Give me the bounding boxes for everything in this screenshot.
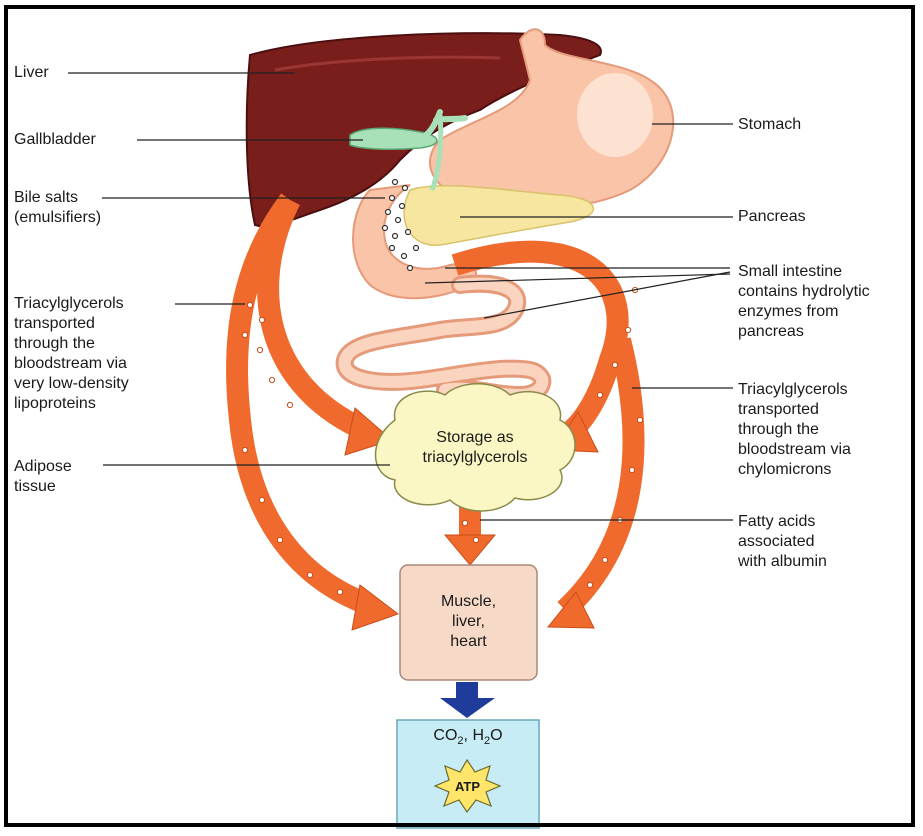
label-atp: ATP (440, 777, 495, 797)
label-products: CO2, H2O (397, 726, 539, 751)
label-storage: Storage as triacylglycerols (390, 428, 560, 468)
label-fatty-acids: Fatty acids associated with albumin (738, 512, 827, 572)
blue-arrow (440, 682, 495, 718)
label-stomach: Stomach (738, 115, 801, 135)
label-tag-chylomicrons: Triacylglycerols transported through the… (738, 380, 851, 480)
label-adipose-tissue: Adipose tissue (14, 457, 72, 497)
label-bile-salts: Bile salts (emulsifiers) (14, 188, 101, 228)
label-gallbladder: Gallbladder (14, 130, 96, 150)
label-muscle-liver-heart: Muscle, liver, heart (400, 592, 537, 652)
label-tag-vldl: Triacylglycerols transported through the… (14, 294, 129, 414)
label-small-intestine: Small intestine contains hydrolytic enzy… (738, 262, 918, 342)
label-liver: Liver (14, 63, 49, 83)
label-pancreas: Pancreas (738, 207, 806, 227)
